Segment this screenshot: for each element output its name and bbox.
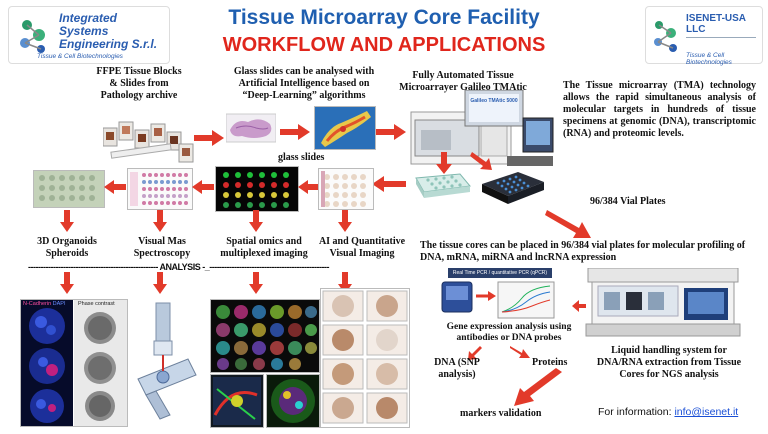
app-mass-spec-label: Visual Mas Spectroscopy: [133, 236, 191, 259]
arrow-left-icon: [104, 180, 126, 194]
markers-validation-label: markers validation: [460, 408, 542, 419]
ai-ihc-panels: [320, 288, 410, 428]
contact-line: For information: info@isenet.it: [598, 406, 738, 418]
analysis-divider: ----------------------------------------…: [28, 262, 330, 272]
arrow-down-icon: [249, 210, 263, 232]
cores-description: The tissue cores can be placed in 96/384…: [420, 240, 746, 263]
arrow-right-icon: [376, 124, 406, 140]
molecule-logo-icon: [20, 20, 45, 53]
arrow-down-icon: [153, 210, 167, 232]
tma-description: The Tissue microarray (TMA) technology a…: [563, 80, 756, 139]
logo-left-line3: Engineering S.r.l.: [59, 37, 158, 51]
page-subtitle: WORKFLOW AND APPLICATIONS: [222, 34, 546, 56]
app-organoids-label: 3D Organoids Spheroids: [37, 236, 97, 259]
arrow-down-right-icon: [470, 152, 492, 170]
dapi-label: DAPI: [52, 301, 66, 307]
logo-left-tagline: Tissue & Cell Biotechnologies: [37, 53, 123, 60]
logo-right: ISENET-USA LLC Tissue & Cell Biotechnolo…: [645, 6, 763, 66]
arrow-down-icon: [338, 210, 352, 232]
step-glass-ai-label: Glass slides can be analysed with Artifi…: [233, 66, 375, 101]
gene-expression-label: Gene expression analysis using antibodie…: [446, 322, 572, 343]
phase-contrast-label: Phase contrast: [78, 301, 115, 307]
arrow-down-icon: [249, 272, 263, 294]
galileo-tmatic-device: Galileo TMAtic 5000: [407, 89, 557, 172]
organoid-slide-image: [33, 170, 105, 208]
glass-slides-label: glass slides: [278, 152, 325, 163]
tissue-core-plate: [410, 170, 472, 202]
step-arrayer-label: Fully Automated Tissue Microarrayer Gali…: [399, 70, 527, 93]
arrow-down-icon: [153, 272, 167, 294]
ai-imaging-slide-image: [318, 168, 374, 210]
multiplex-tile-2: [266, 374, 320, 428]
mass-spec-diagram: [130, 299, 200, 423]
logo-left: Integrated Systems Engineering S.r.l. Ti…: [8, 6, 170, 64]
info-label: For information:: [598, 406, 672, 418]
logo-left-line2: Systems: [59, 24, 109, 38]
mass-spec-slide-image: [127, 168, 193, 210]
liquid-handling-label: Liquid handling system for DNA/RNA extra…: [596, 345, 742, 380]
dna-label: DNA (SNP analysis): [434, 357, 480, 380]
spatial-omics-array-image: [210, 299, 320, 373]
arrow-left-icon: [372, 176, 406, 192]
vial-plates-label: 96/384 Vial Plates: [590, 196, 666, 207]
molecule-logo-icon: [654, 21, 677, 52]
arrow-down-left-icon: [468, 346, 482, 360]
proteins-label: Proteins: [532, 357, 568, 368]
pcr-banner: Real Time PCR / quantitative PCR (qPCR): [448, 268, 552, 278]
email-link[interactable]: info@isenet.it: [674, 406, 739, 418]
arrow-down-right-icon: [510, 346, 530, 358]
arrow-left-icon: [192, 180, 214, 194]
arrow-right-icon: [280, 124, 310, 140]
ffpe-blocks-image: [103, 118, 195, 166]
app-ai-imaging-label: AI and Quantitative Visual Imaging: [318, 236, 406, 259]
arrow-right-icon: [194, 130, 224, 146]
arrow-down-icon: [60, 272, 74, 294]
arrow-left-icon: [572, 300, 586, 312]
arrow-down-icon: [60, 210, 74, 232]
arrow-left-icon: [298, 180, 318, 194]
multiplex-tile-1: [210, 374, 264, 428]
step-ffpe-label: FFPE Tissue Blocks & Slides from Patholo…: [96, 66, 182, 101]
vial-plate-384: [478, 166, 548, 206]
n-cadherin-label: N-Cadherin: [23, 301, 52, 307]
liquid-handling-device: [580, 267, 756, 340]
organoid-micrographs: N-Cadherin DAPI Phase contrast: [20, 299, 128, 427]
he-slide-image: [226, 110, 276, 146]
spatial-omics-slide-image: [215, 166, 299, 212]
pcr-device: Real Time PCR / quantitative PCR (qPCR): [428, 268, 568, 322]
app-spatial-label: Spatial omics and multiplexed imaging: [220, 236, 308, 259]
logo-right-line2: LLC: [686, 24, 706, 35]
arrow-down-icon: [436, 152, 452, 174]
logo-right-tagline: Tissue & Cell Biotechnologies: [686, 52, 732, 66]
page-title: Tissue Microarray Core Facility: [228, 6, 540, 29]
logo-right-line1: ISENET-USA: [686, 13, 747, 24]
ai-heatmap-image: [314, 106, 376, 150]
arrow-down-right-icon: [545, 210, 591, 238]
logo-left-line1: Integrated: [59, 11, 118, 25]
device-label: Galileo TMAtic 5000: [470, 98, 518, 104]
arrow-down-left-icon: [514, 368, 562, 406]
